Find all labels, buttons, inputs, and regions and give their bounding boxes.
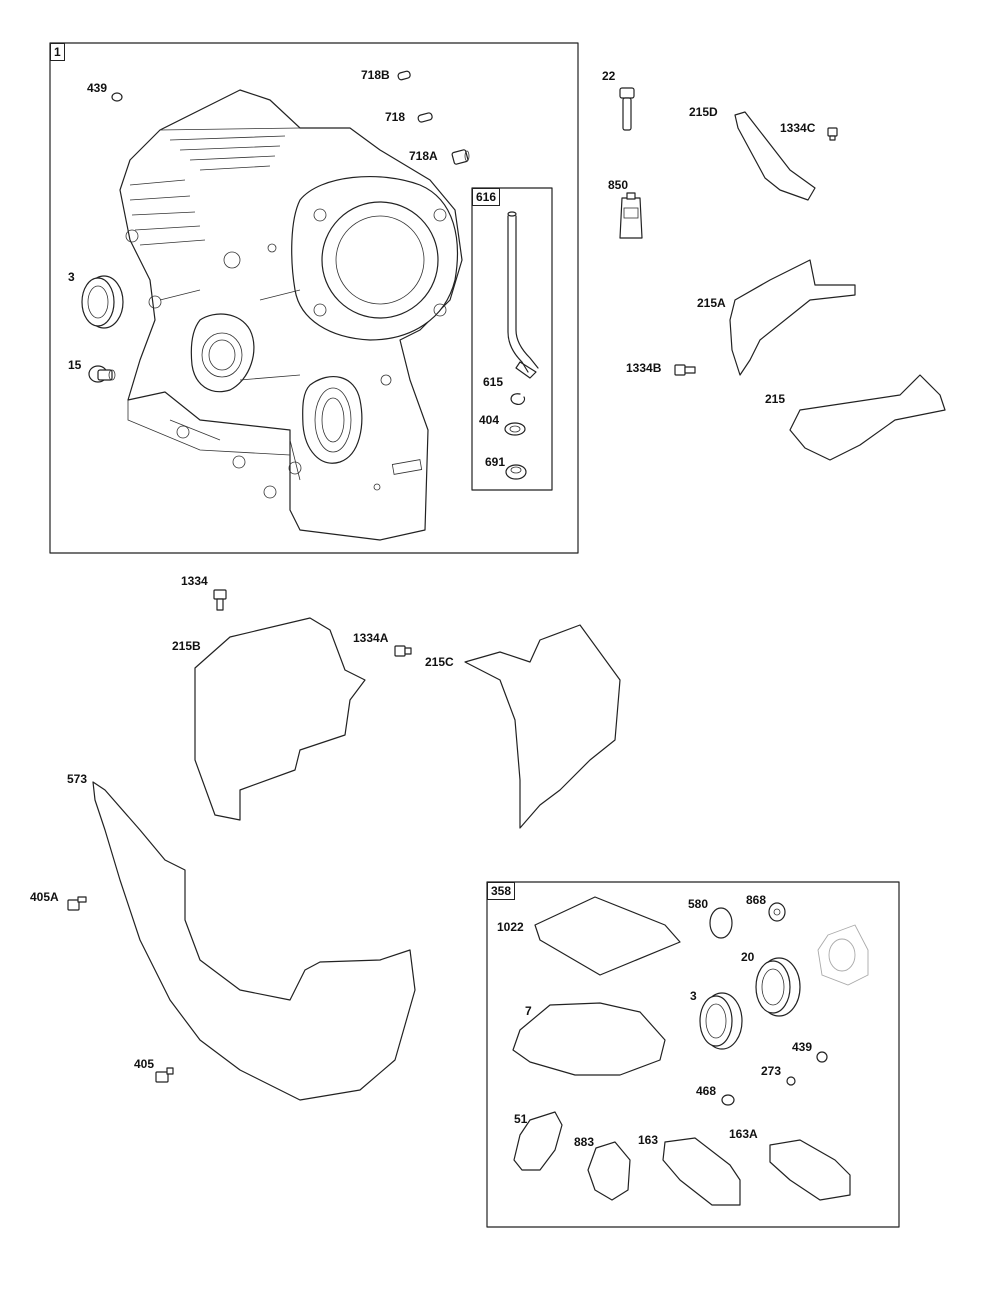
- callout-163A: 163A: [729, 1127, 758, 1141]
- part-273-ring-drawing: [786, 1076, 796, 1086]
- group-label-358: 358: [487, 882, 516, 900]
- part-1334B-drawing: [674, 364, 696, 376]
- callout-468: 468: [696, 1084, 717, 1098]
- callout-22: 22: [602, 69, 616, 83]
- callout-215B: 215B: [172, 639, 201, 653]
- callout-215A: 215A: [697, 296, 726, 310]
- part-718-drawing: [417, 112, 433, 123]
- part-163A-gasket-drawing: [769, 1139, 851, 1201]
- part-439b-ring-drawing: [816, 1051, 828, 1063]
- part-1334-drawing: [213, 589, 227, 611]
- callout-7: 7: [525, 1004, 532, 1018]
- callout-718: 718: [385, 110, 406, 124]
- callout-691: 691: [485, 455, 506, 469]
- callout-718B: 718B: [361, 68, 390, 82]
- callout-215C: 215C: [425, 655, 454, 669]
- part-1022-gasket-drawing: [534, 896, 681, 976]
- callout-868: 868: [746, 893, 767, 907]
- part-215D-drawing: [734, 111, 816, 201]
- part-3b-seal-drawing: [699, 992, 743, 1050]
- part-15-plug-drawing: [88, 365, 116, 383]
- part-404-washer-drawing: [504, 422, 526, 436]
- part-883-gasket-drawing: [587, 1141, 631, 1201]
- callout-1022: 1022: [497, 920, 524, 934]
- callout-573: 573: [67, 772, 88, 786]
- part-615-clip-drawing: [510, 393, 526, 405]
- part-868-drawing: [768, 902, 786, 922]
- group-box-616: [471, 187, 553, 491]
- part-215A-drawing: [729, 259, 856, 376]
- part-215-drawing: [789, 374, 946, 461]
- callout-718A: 718A: [409, 149, 438, 163]
- part-718B-drawing: [397, 70, 411, 81]
- part-439-drawing: [111, 92, 123, 102]
- part-691-grommet-drawing: [505, 464, 527, 480]
- part-7-head-gasket-drawing: [512, 1002, 666, 1076]
- part-22-bolt-drawing: [619, 87, 635, 131]
- callout-1334A: 1334A: [353, 631, 389, 645]
- part-215B-drawing: [194, 617, 366, 821]
- callout-405A: 405A: [30, 890, 59, 904]
- callout-273: 273: [761, 1064, 782, 1078]
- callout-3-gasket-set: 3: [690, 989, 697, 1003]
- part-1334C-drawing: [827, 127, 838, 141]
- part-faint-gasket-drawing: [817, 924, 869, 986]
- part-215C-drawing: [464, 624, 621, 829]
- callout-1334: 1334: [181, 574, 208, 588]
- group-box-358: [486, 881, 900, 1228]
- callout-883: 883: [574, 1135, 595, 1149]
- crankcase-drawing: [119, 89, 463, 541]
- callout-615: 615: [483, 375, 504, 389]
- part-616-tube-drawing: [507, 211, 539, 379]
- group-label-616: 616: [472, 188, 501, 206]
- part-405A-drawing: [67, 896, 87, 911]
- callout-15: 15: [68, 358, 82, 372]
- callout-850: 850: [608, 178, 629, 192]
- part-405-drawing: [155, 1067, 174, 1083]
- callout-163: 163: [638, 1133, 659, 1147]
- callout-1334B: 1334B: [626, 361, 662, 375]
- group-box-1: [49, 42, 579, 554]
- callout-439-gasket-set: 439: [792, 1040, 813, 1054]
- part-163-gasket-drawing: [662, 1137, 741, 1206]
- callout-404: 404: [479, 413, 500, 427]
- part-850-sealant-drawing: [619, 192, 643, 239]
- callout-51: 51: [514, 1112, 528, 1126]
- part-468-ring-drawing: [721, 1094, 735, 1106]
- part-1334A-drawing: [394, 645, 412, 657]
- callout-215D: 215D: [689, 105, 718, 119]
- callout-405: 405: [134, 1057, 155, 1071]
- group-label-1: 1: [50, 43, 65, 61]
- part-580-oring-drawing: [709, 907, 733, 939]
- callout-1334C: 1334C: [780, 121, 816, 135]
- part-573-drawing: [92, 781, 416, 1101]
- callout-439: 439: [87, 81, 108, 95]
- part-51-gasket-drawing: [513, 1111, 563, 1171]
- part-3-seal-drawing: [81, 275, 124, 329]
- part-20-seal-drawing: [755, 957, 801, 1017]
- callout-20: 20: [741, 950, 755, 964]
- callout-580: 580: [688, 897, 709, 911]
- part-718A-drawing: [451, 149, 470, 165]
- callout-3: 3: [68, 270, 75, 284]
- callout-215: 215: [765, 392, 786, 406]
